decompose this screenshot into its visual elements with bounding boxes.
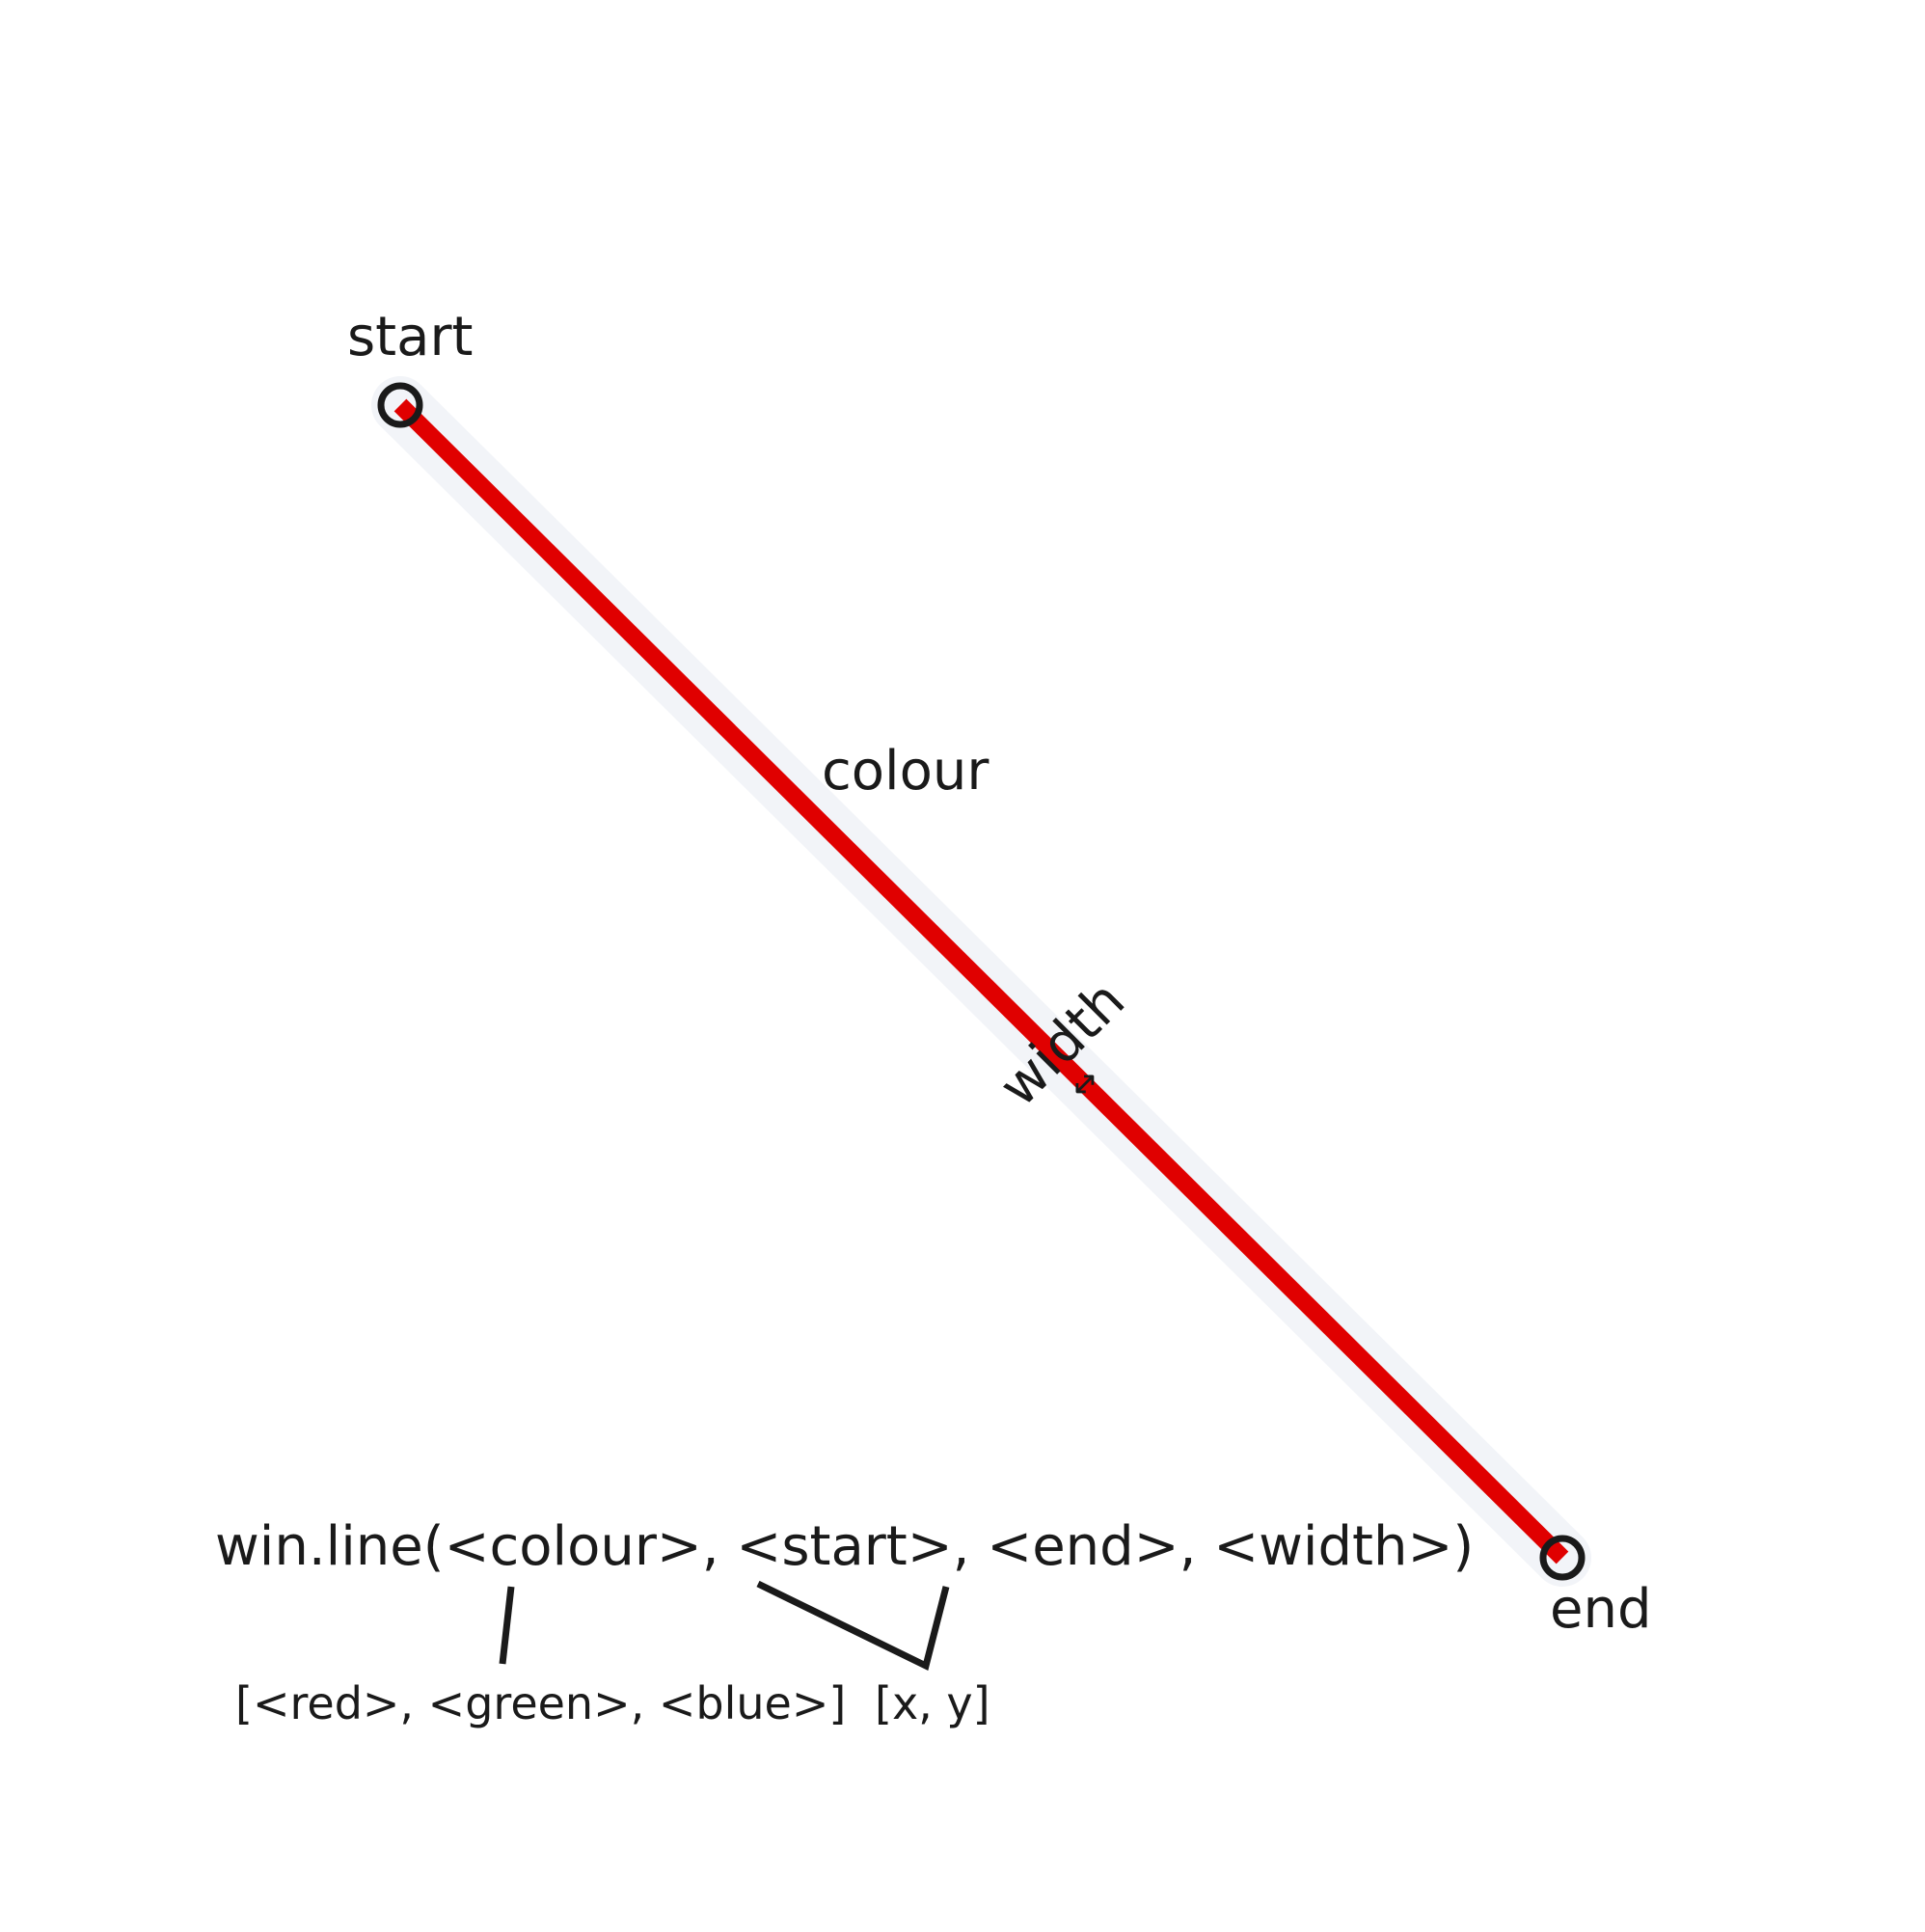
start-point-marker xyxy=(377,382,423,428)
code-call-text: win.line(<colour>, <start>, <end>, <widt… xyxy=(215,1515,1474,1578)
colour-pointer-line xyxy=(499,1586,515,1665)
point-format-text: [x, y] xyxy=(875,1677,990,1729)
end-point-marker xyxy=(1539,1535,1586,1581)
red-line xyxy=(393,398,1569,1565)
colour-label: colour xyxy=(822,740,990,803)
colour-format-text: [<red>, <green>, <blue>] xyxy=(235,1677,846,1729)
start-label: start xyxy=(347,306,473,368)
point-pointer-lines xyxy=(756,1580,950,1672)
end-label: end xyxy=(1550,1578,1652,1641)
